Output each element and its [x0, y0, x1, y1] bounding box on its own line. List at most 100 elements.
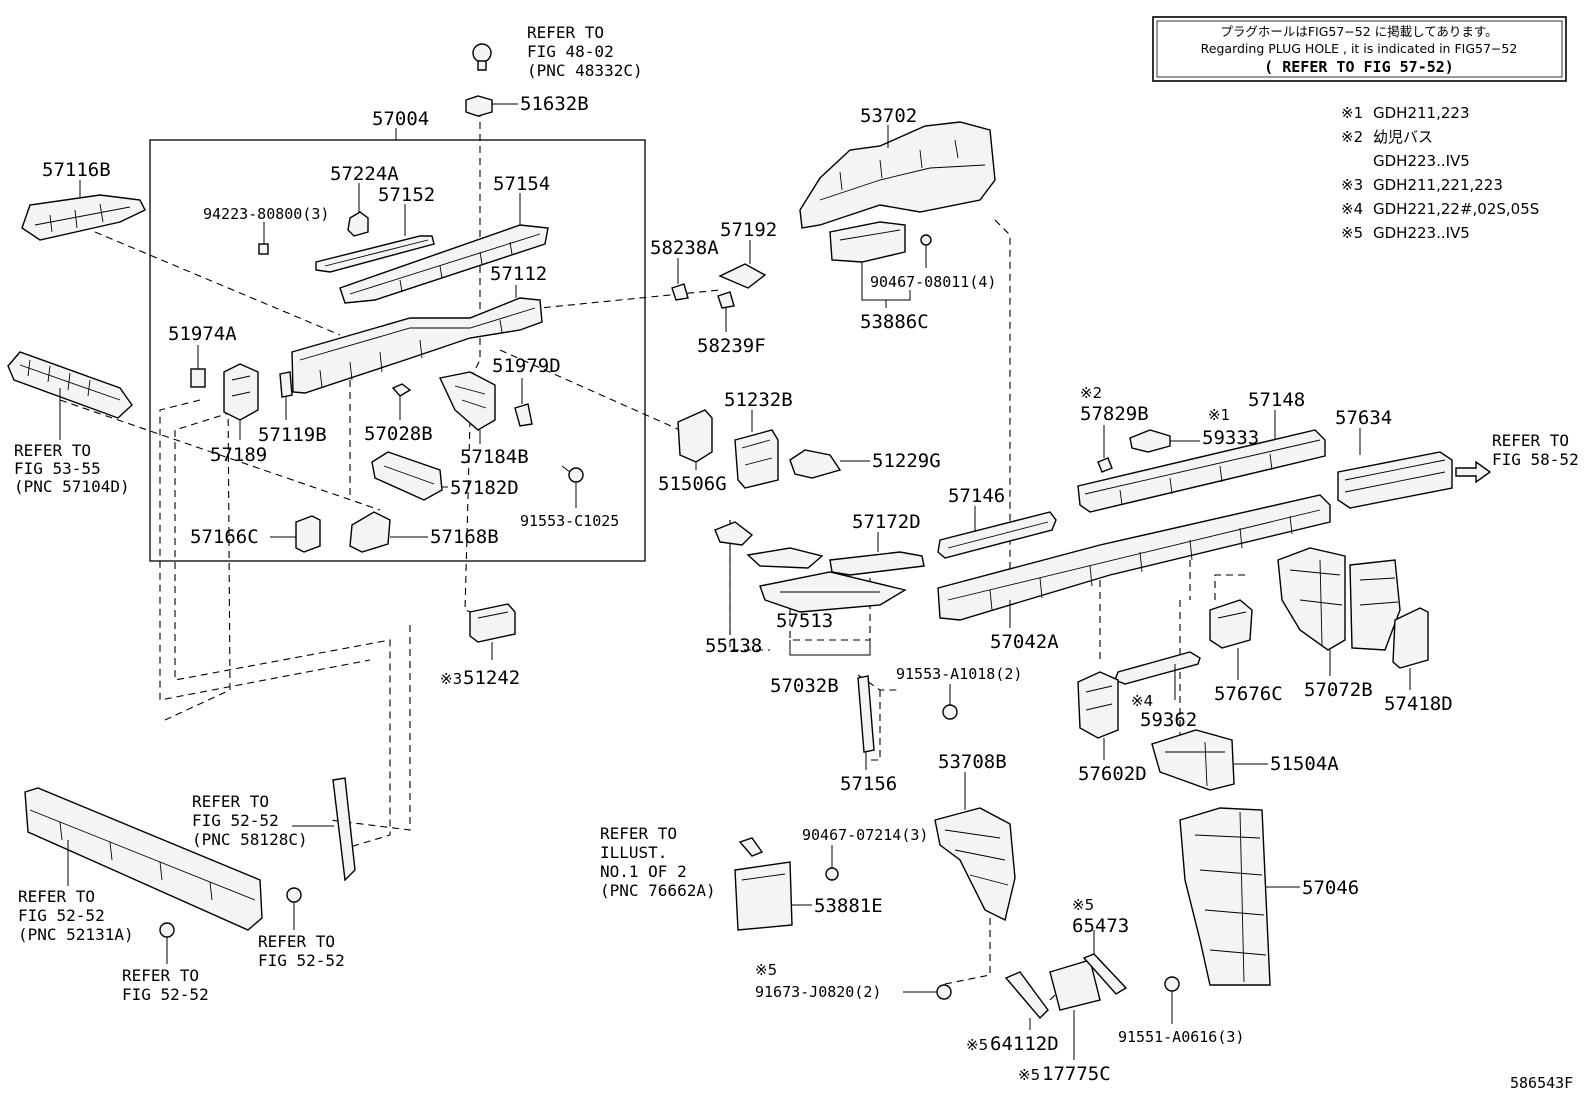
part-bolt-91553c: [561, 465, 584, 483]
label-57634: 57634: [1335, 407, 1392, 429]
part-57028b: [391, 383, 412, 397]
part-53708b: [934, 807, 1016, 922]
dashed-guides-center: [729, 219, 1245, 1001]
ref-illust-line2: ILLUST.: [600, 843, 667, 862]
part-57676c: [1209, 599, 1253, 649]
part-57634: [1337, 451, 1453, 509]
label-57116b: 57116B: [42, 159, 111, 181]
label-57154: 57154: [493, 173, 550, 195]
part-55138-set: [714, 521, 907, 613]
part-57148: [1077, 429, 1326, 513]
part-58239f: [717, 291, 735, 309]
label-51974a: 51974A: [168, 323, 237, 345]
note-line-2: Regarding PLUG HOLE , it is indicated in…: [1201, 41, 1518, 56]
label-57119b: 57119B: [258, 424, 327, 446]
label-57152: 57152: [378, 184, 435, 206]
part-57152: [315, 235, 435, 273]
label-53708b: 53708B: [938, 751, 1007, 773]
part-94223-clip: [258, 243, 269, 255]
part-65473: [1082, 953, 1128, 995]
part-plug-cap: [472, 43, 492, 71]
part-57418d: [1392, 607, 1429, 669]
label-57829b: 57829B: [1080, 403, 1149, 425]
label-51632b: 51632B: [520, 93, 589, 115]
part-58238a: [671, 283, 689, 301]
condition-text-5: GDH223..IV5: [1373, 224, 1470, 242]
part-64112d: [1004, 971, 1049, 1020]
label-59333-mark: ※1: [1208, 406, 1230, 424]
ref-fig52a-line2: FIG 52-52: [192, 811, 279, 830]
part-57119b: [279, 371, 293, 398]
label-57046: 57046: [1302, 877, 1359, 899]
label-57166c: 57166C: [190, 526, 259, 548]
note-line-1: プラグホールはFIG57−52 に掲載してあります。: [1220, 24, 1497, 39]
part-57072b: [1277, 547, 1346, 651]
part-57224a: [347, 211, 369, 237]
label-57146: 57146: [948, 485, 1005, 507]
ref-fig52c-line2: FIG 52-52: [258, 951, 345, 970]
label-94223: 94223-80800(3): [203, 205, 329, 223]
assembly-frame-57004: [149, 139, 646, 562]
part-53702: [799, 121, 996, 229]
label-51979d: 51979D: [492, 355, 561, 377]
condition-mark-5: ※5: [1341, 224, 1363, 242]
part-51632b: [465, 95, 493, 117]
label-57192: 57192: [720, 219, 777, 241]
label-64112d-mark: ※5: [966, 1036, 988, 1054]
label-57168b: 57168B: [430, 526, 499, 548]
label-17775c: 17775C: [1042, 1063, 1111, 1085]
label-57028b: 57028B: [364, 423, 433, 445]
note-line-3: ( REFER TO FIG 57-52): [1264, 58, 1454, 76]
label-59362: 59362: [1140, 709, 1197, 731]
label-53702: 53702: [860, 105, 917, 127]
part-51506g: [677, 409, 713, 463]
part-53881e: [734, 861, 793, 931]
label-57602d: 57602D: [1078, 763, 1147, 785]
condition-text-3: GDH211,221,223: [1373, 176, 1503, 194]
label-57418d: 57418D: [1384, 693, 1453, 715]
label-91673-mark: ※5: [755, 961, 777, 979]
part-clip-left: [738, 837, 764, 857]
label-59362-mark: ※4: [1131, 692, 1153, 710]
part-51229g: [789, 449, 842, 479]
label-53886c: 53886C: [860, 311, 929, 333]
arrow-refer-58-52: [1455, 460, 1492, 484]
condition-mark-4: ※4: [1341, 200, 1363, 218]
part-bolt-91551: [1164, 976, 1180, 992]
ref-fig53-line2: FIG 53-55: [14, 459, 101, 478]
label-51232b: 51232B: [724, 389, 793, 411]
label-91673: 91673-J0820(2): [755, 983, 881, 1001]
ref-illust-line3: NO.1 OF 2: [600, 862, 687, 881]
condition-mark-3: ※3: [1341, 176, 1363, 194]
ref-fig52b-line2: FIG 52-52: [18, 906, 105, 925]
ref-illust-line1: REFER TO: [600, 824, 677, 843]
condition-text-1: GDH211,223: [1373, 104, 1469, 122]
part-57072b-rear: [1349, 559, 1401, 651]
ref-fig52b-line1: REFER TO: [18, 887, 95, 906]
part-clip-90467-08011: [920, 234, 932, 246]
ref-fig52d-line1: REFER TO: [122, 966, 199, 985]
ref-fig53-line1: REFER TO: [14, 441, 91, 460]
part-57116b: [21, 194, 146, 241]
label-57829b-mark: ※2: [1080, 384, 1102, 402]
part-51232b: [734, 429, 779, 489]
part-51979d: [514, 403, 533, 427]
part-57184b: [438, 371, 496, 431]
part-57166c: [295, 515, 321, 553]
condition-text-4: GDH221,22#,02S,05S: [1373, 200, 1539, 218]
part-57829b: [1097, 457, 1113, 473]
label-65473-mark: ※5: [1072, 896, 1094, 914]
label-57004: 57004: [372, 108, 429, 130]
label-57172d: 57172D: [852, 511, 921, 533]
part-53886c: [829, 221, 906, 263]
part-59362: [1114, 651, 1201, 685]
condition-mark-1: ※1: [1341, 104, 1363, 122]
ref-fig52d-line2: FIG 52-52: [122, 985, 209, 1004]
part-57172d: [829, 551, 925, 576]
condition-text-2b: GDH223..IV5: [1373, 152, 1470, 170]
ref-fig53-line3: (PNC 57104D): [14, 477, 130, 496]
label-57189: 57189: [210, 444, 267, 466]
label-57072b: 57072B: [1304, 679, 1373, 701]
part-51504a: [1151, 729, 1235, 791]
